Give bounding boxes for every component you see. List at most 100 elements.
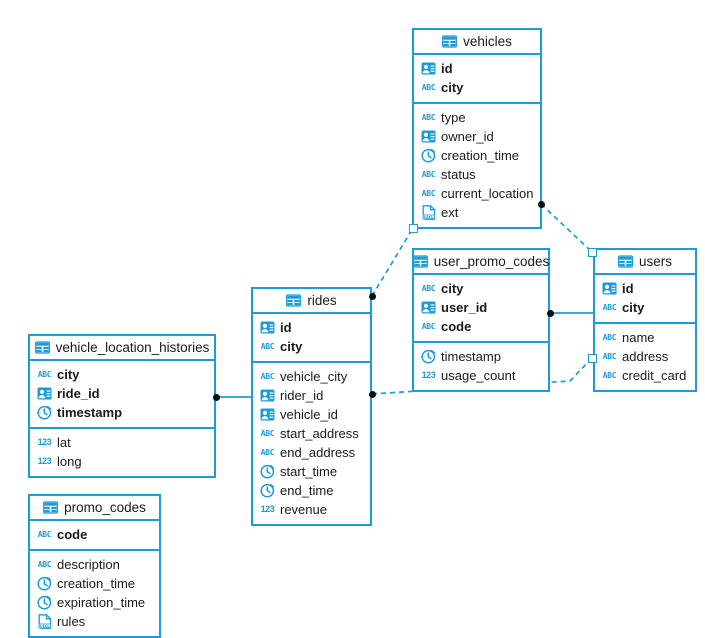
- table-grid-icon: [442, 34, 458, 49]
- relationship-source-dot-rides-to-users: [368, 390, 376, 398]
- relationship-target-marker-rides-to-users: [587, 353, 597, 363]
- field-row-vehicles-owner_id[interactable]: owner_id: [414, 127, 540, 146]
- abc-text-icon: ABC: [602, 332, 617, 342]
- clock-icon: [37, 576, 52, 591]
- id-card-icon: [37, 386, 52, 401]
- field-row-users-address[interactable]: ABC address: [595, 347, 695, 366]
- field-row-users-credit_card[interactable]: ABC credit_card: [595, 366, 695, 385]
- field-name: city: [57, 367, 80, 382]
- field-name: city: [280, 339, 303, 354]
- field-row-users-id[interactable]: id: [595, 279, 695, 298]
- field-name: usage_count: [441, 368, 516, 383]
- field-row-rides-rider_id[interactable]: rider_id: [253, 386, 370, 405]
- field-row-vehicle_location_histories-timestamp[interactable]: timestamp: [30, 403, 214, 422]
- field-name: rider_id: [280, 388, 324, 403]
- abc-text-icon: ABC: [421, 283, 436, 293]
- table-grid-icon: [412, 254, 428, 269]
- id-card-icon: [421, 129, 436, 144]
- field-name: credit_card: [622, 368, 687, 383]
- field-row-promo_codes-expiration_time[interactable]: expiration_time: [30, 593, 159, 612]
- table-header-promo_codes[interactable]: promo_codes: [30, 496, 159, 521]
- id-card-icon: [421, 300, 436, 315]
- field-row-rides-start_time[interactable]: start_time: [253, 462, 370, 481]
- table-grid-icon: [617, 254, 633, 269]
- field-row-user_promo_codes-timestamp[interactable]: timestamp: [414, 347, 548, 366]
- table-title-promo_codes: promo_codes: [64, 499, 146, 515]
- 123-number-icon: 123: [260, 504, 275, 514]
- clock-icon: [421, 349, 436, 364]
- table-header-user_promo_codes[interactable]: user_promo_codes: [412, 250, 549, 275]
- table-header-vehicle_location_histories[interactable]: vehicle_location_histories: [30, 336, 214, 361]
- id-card-icon: [421, 61, 436, 76]
- field-name: ride_id: [57, 386, 100, 401]
- id-card-icon: [260, 388, 275, 403]
- table-header-users[interactable]: users: [595, 250, 695, 275]
- abc-text-icon: ABC: [260, 428, 275, 438]
- field-name: creation_time: [57, 576, 136, 591]
- field-row-rides-end_time[interactable]: end_time: [253, 481, 370, 500]
- abc-text-icon: ABC: [602, 370, 617, 380]
- field-row-promo_codes-creation_time[interactable]: creation_time: [30, 574, 159, 593]
- abc-text-icon: ABC: [602, 351, 617, 361]
- table-grid-icon: [286, 293, 302, 308]
- table-header-rides[interactable]: rides: [253, 289, 370, 314]
- abc-text-icon: ABC: [421, 188, 436, 198]
- field-name: ext: [441, 205, 459, 220]
- field-row-vehicles-creation_time[interactable]: creation_time: [414, 146, 540, 165]
- field-name: address: [622, 349, 669, 364]
- field-row-user_promo_codes-user_id[interactable]: user_id: [414, 298, 548, 317]
- field-name: type: [441, 110, 466, 125]
- clock-icon: [421, 148, 436, 163]
- field-name: vehicle_city: [280, 369, 348, 384]
- svg-text:JSON: JSON: [38, 623, 51, 628]
- clock-icon: [260, 483, 275, 498]
- field-row-rides-vehicle_id[interactable]: vehicle_id: [253, 405, 370, 424]
- field-name: end_address: [280, 445, 356, 460]
- relationship-line-rides-to-vehicles[interactable]: [371, 227, 414, 297]
- abc-text-icon: ABC: [260, 341, 275, 351]
- table-title-rides: rides: [307, 292, 337, 308]
- field-row-vehicle_location_histories-ride_id[interactable]: ride_id: [30, 384, 214, 403]
- clock-icon: [260, 464, 275, 479]
- relationship-line-vehicles-to-users[interactable]: [540, 203, 593, 253]
- table-grid-icon: [34, 340, 50, 355]
- table-header-vehicles[interactable]: vehicles: [414, 30, 540, 55]
- field-row-vehicles-id[interactable]: id: [414, 59, 540, 78]
- field-name: long: [57, 454, 82, 469]
- field-row-rides-id[interactable]: id: [253, 318, 370, 337]
- field-row-rides-city[interactable]: ABC city: [253, 337, 370, 356]
- relationship-source-dot-vlh-to-rides: [212, 393, 220, 401]
